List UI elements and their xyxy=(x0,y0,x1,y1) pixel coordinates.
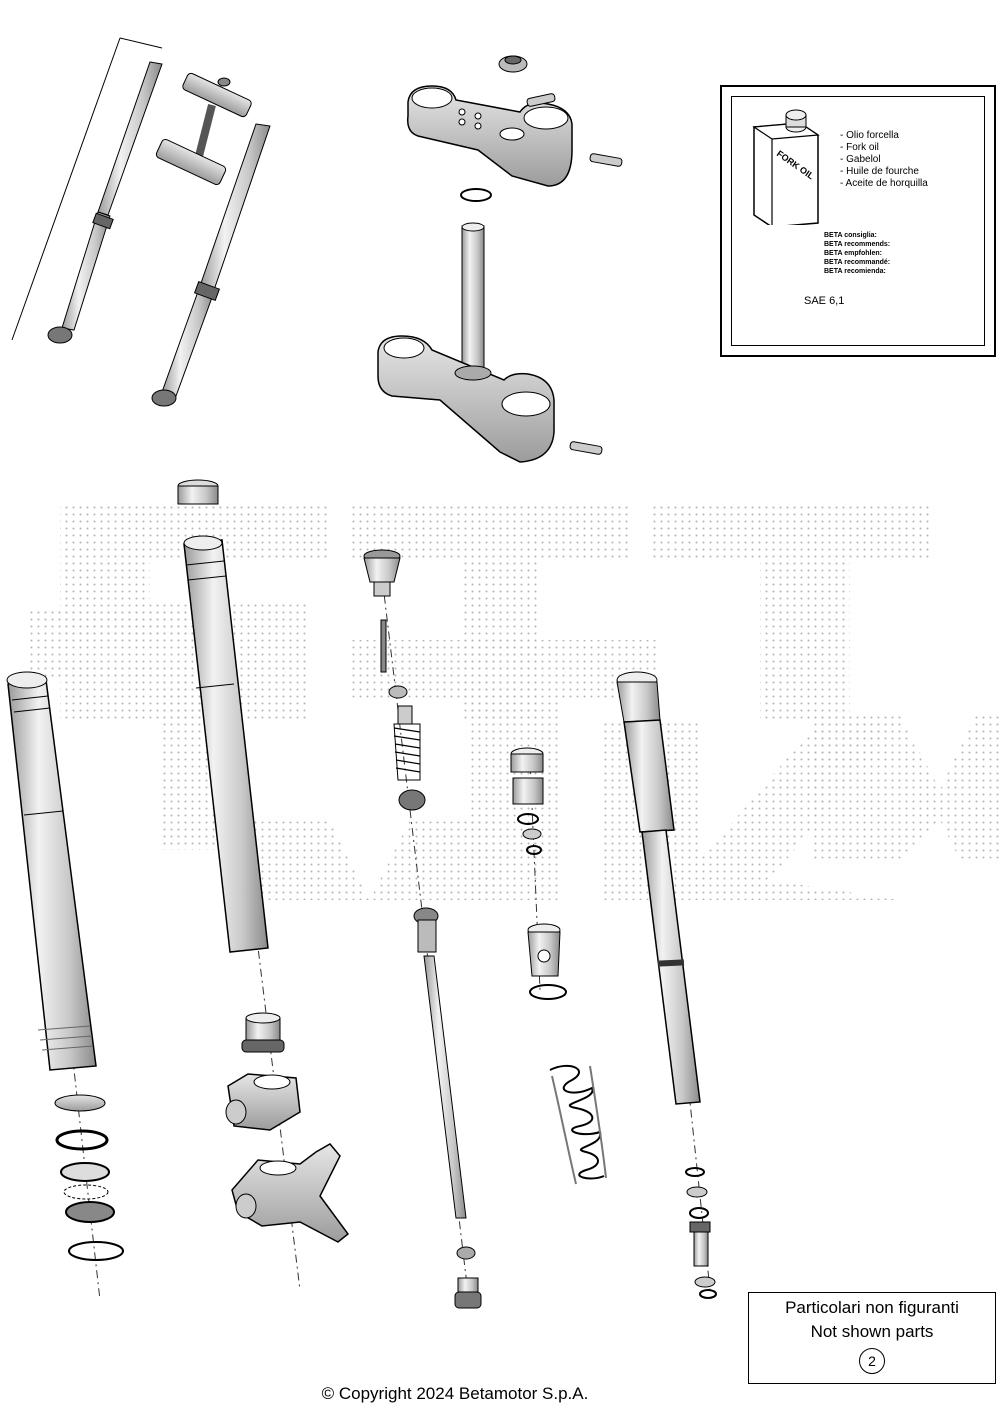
oil-grade: SAE 6,1 xyxy=(804,295,845,307)
not-shown-label-it: Particolari non figuranti xyxy=(785,1298,959,1317)
outer-tube-part-11 xyxy=(6,671,97,1071)
not-shown-part-number: 2 xyxy=(859,1348,885,1374)
beta-line-fr: BETA recommandé: xyxy=(824,259,891,266)
oil-line-de: - Gabelol xyxy=(840,154,881,165)
beta-line-de: BETA empfohlen: xyxy=(824,250,882,257)
oil-line-es: - Aceite de horquilla xyxy=(840,178,928,189)
left-fork-leg-assembly xyxy=(11,37,163,344)
oil-line-it: - Olio forcella xyxy=(840,130,899,141)
steering-stem-lower-clamp xyxy=(377,222,555,463)
ring-parts-12-17 xyxy=(54,1094,124,1261)
small-parts-36 xyxy=(685,1167,717,1299)
inner-tube-part-19 xyxy=(183,535,269,953)
bushing-part-18 xyxy=(177,479,219,505)
bolt-part-10-top xyxy=(589,153,623,167)
beta-line-it: BETA consiglia: xyxy=(824,232,877,239)
spring-part-34 xyxy=(549,1064,607,1185)
oil-can-icon: FORK OIL xyxy=(752,109,820,225)
not-shown-label-en: Not shown parts xyxy=(810,1322,934,1341)
copyright-notice: © Copyright 2024 Betamotor S.p.A. xyxy=(321,1384,589,1403)
bolt-part-10-bottom xyxy=(569,441,603,455)
bolt-part-9 xyxy=(526,93,556,107)
oil-line-fr: - Huile de fourche xyxy=(840,166,919,177)
upper-triple-clamp xyxy=(406,85,573,187)
fork-oil-box-inner: FORK OIL - Olio forcella - Fork oil - Ga… xyxy=(731,96,985,346)
right-fork-leg-assembly xyxy=(151,123,271,407)
nut-part-7 xyxy=(498,55,528,73)
not-shown-parts-box: Particolari non figuranti Not shown part… xyxy=(748,1292,996,1384)
cartridge-tube-part-35 xyxy=(616,671,701,1105)
dotted-watermark xyxy=(30,505,1000,900)
oil-line-en: - Fork oil xyxy=(840,142,879,153)
axle-parts-20-23 xyxy=(225,1012,350,1243)
o-ring-part-8 xyxy=(460,188,492,202)
triple-clamp-small xyxy=(155,72,252,186)
beta-line-es: BETA recomienda: xyxy=(824,268,886,275)
fork-oil-box: FORK OIL - Olio forcella - Fork oil - Ga… xyxy=(720,85,996,357)
cartridge-parts xyxy=(363,549,482,1309)
beta-line-en: BETA recommends: xyxy=(824,241,891,248)
valve-parts-32-33 xyxy=(510,747,567,1000)
